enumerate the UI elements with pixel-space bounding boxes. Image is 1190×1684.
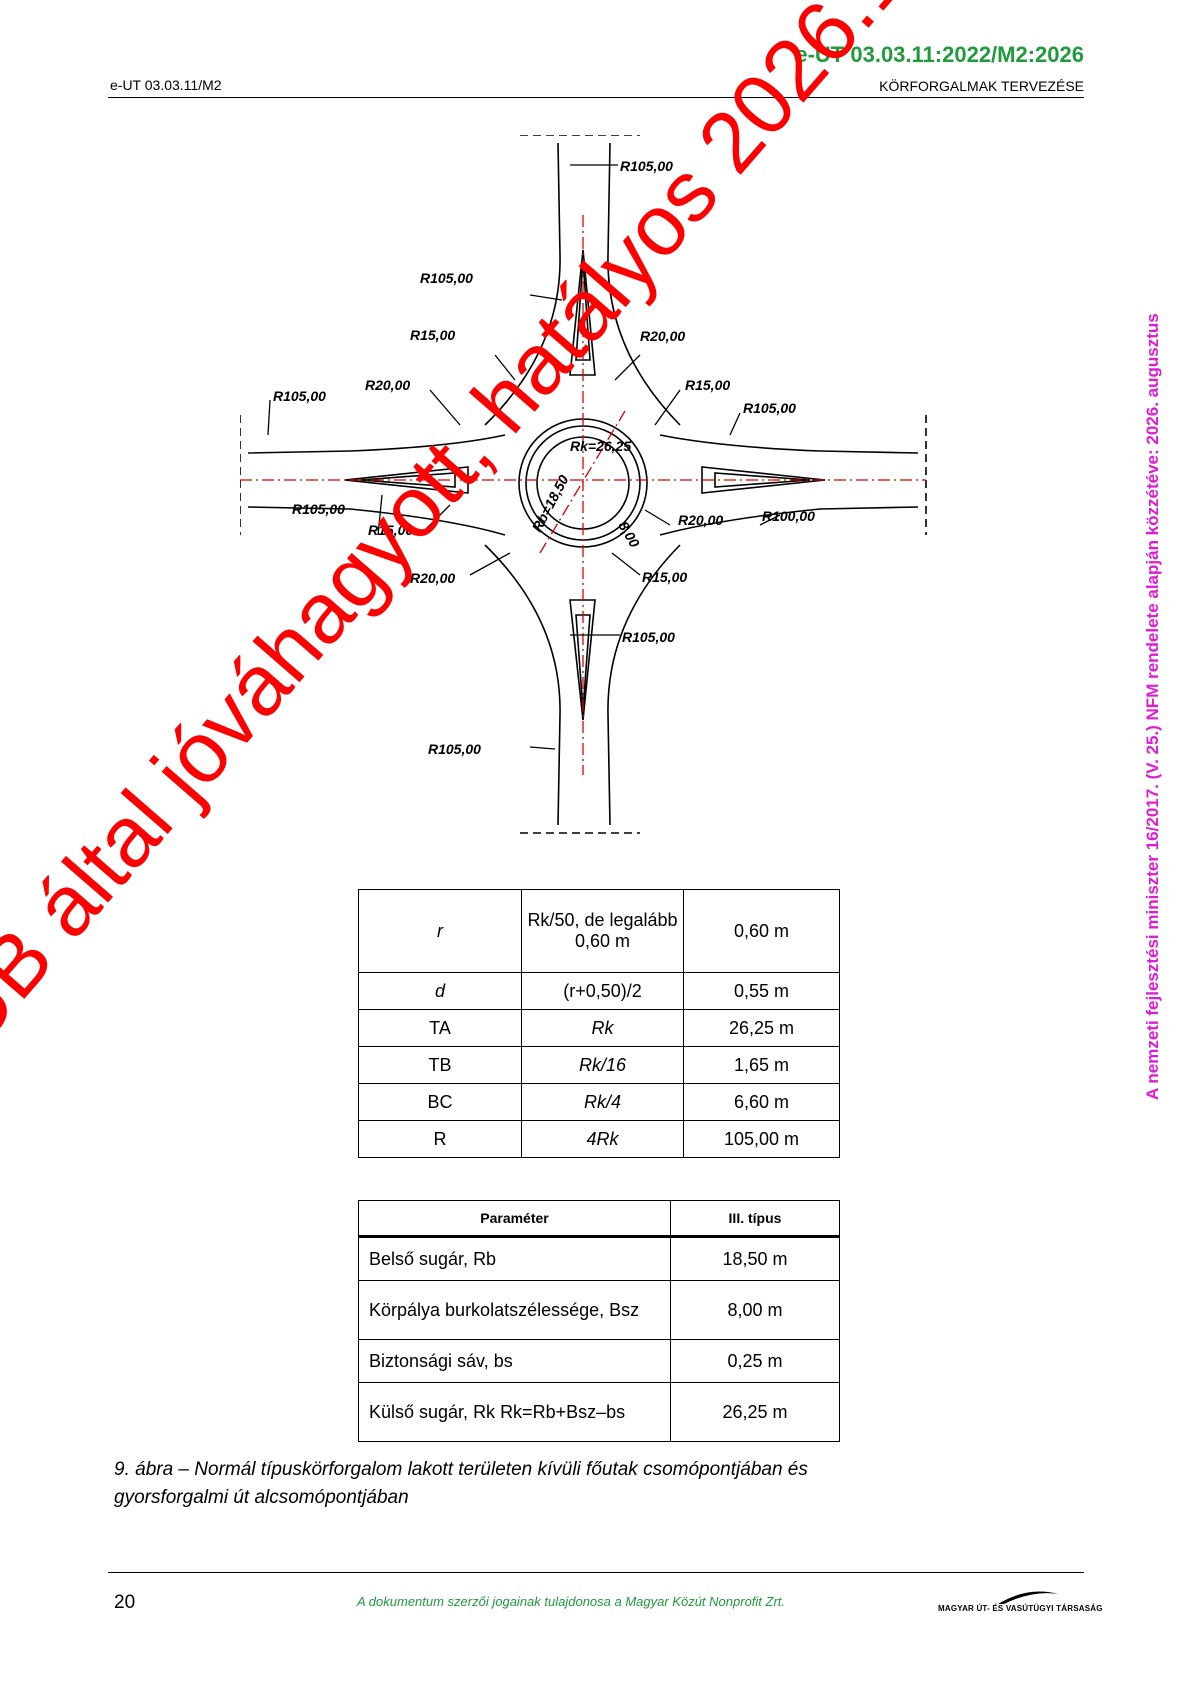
- cell-formula: Rk/50, de legalább 0,60 m: [521, 889, 684, 973]
- label-r20-upper-right: R20,00: [640, 328, 685, 344]
- label-r105-top: R105,00: [620, 158, 673, 174]
- table-row: Külső sugár, Rk Rk=Rb+Bsz–bs 26,25 m: [358, 1382, 840, 1442]
- header-left: e-UT 03.03.11/M2: [110, 77, 222, 93]
- cell-parameter: Belső sugár, Rb: [358, 1236, 671, 1281]
- cell-parameter: Biztonsági sáv, bs: [358, 1339, 671, 1383]
- cell-value: 0,55 m: [683, 972, 840, 1010]
- cell-value: 26,25 m: [683, 1009, 840, 1047]
- label-r20-left-upper: R20,00: [365, 377, 410, 393]
- label-r15-left-lower: R15,00: [368, 522, 413, 538]
- cell-parameter: Körpálya burkolatszélessége, Bsz: [358, 1280, 671, 1340]
- label-r20-lower-left: R20,00: [410, 570, 455, 586]
- cell-symbol: r: [437, 920, 443, 941]
- header-right: KÖRFORGALMAK TERVEZÉSE: [879, 78, 1084, 94]
- cell-symbol: d: [434, 980, 445, 1001]
- figure-caption: 9. ábra – Normál típuskörforgalom lakott…: [114, 1459, 808, 1508]
- society-logo-icon: [998, 1591, 1058, 1604]
- label-r105-bottom-left: R105,00: [428, 741, 481, 757]
- label-r20-right-lower: R20,00: [678, 512, 723, 528]
- cell-value: 26,25 m: [670, 1382, 840, 1442]
- table-row: Biztonsági sáv, bs 0,25 m: [358, 1339, 840, 1383]
- cell-value: 1,65 m: [683, 1046, 840, 1084]
- cell-formula: (r+0,50)/2: [521, 972, 684, 1010]
- table-row: r Rk/50, de legalább 0,60 m 0,60 m: [358, 889, 840, 973]
- cell-symbol: TB: [358, 1046, 522, 1084]
- label-r15-upper-left: R15,00: [410, 327, 455, 343]
- label-width-8: 8,00: [615, 519, 643, 551]
- cell-value: 18,50 m: [670, 1236, 840, 1281]
- header-rule: [108, 97, 1084, 98]
- parameter-table-2: Paraméter III. típus Belső sugár, Rb 18,…: [358, 1200, 840, 1442]
- cell-value: 0,25 m: [670, 1339, 840, 1383]
- cell-formula: Rk/4: [583, 1091, 621, 1112]
- label-r105-right: R105,00: [743, 400, 796, 416]
- publication-side-note: A nemzeti fejlesztési miniszter 16/2017.…: [1143, 313, 1162, 1100]
- cell-formula: Rk/16: [578, 1054, 627, 1075]
- table-header-row: Paraméter III. típus: [358, 1200, 840, 1238]
- column-header-parameter: Paraméter: [358, 1200, 671, 1238]
- table-row: TA Rk 26,25 m: [358, 1009, 840, 1047]
- label-r100-right-lower: R100,00: [762, 508, 815, 524]
- cell-value: 8,00 m: [670, 1280, 840, 1340]
- label-r105-bottom-right: R105,00: [622, 629, 675, 645]
- cell-value: 105,00 m: [683, 1120, 840, 1158]
- table-row: BC Rk/4 6,60 m: [358, 1083, 840, 1121]
- parameter-table-1: r Rk/50, de legalább 0,60 m 0,60 m d (r+…: [358, 889, 840, 1158]
- copyright-notice: A dokumentum szerzői jogainak tulajdonos…: [357, 1594, 786, 1609]
- label-rk: Rk=26,25: [570, 438, 631, 454]
- roundabout-drawing: R105,00 R105,00 R15,00 R20,00 R20,00 R15…: [240, 135, 927, 834]
- document-code: e-UT 03.03.11:2022/M2:2026: [795, 42, 1084, 67]
- cell-symbol: BC: [358, 1083, 522, 1121]
- label-r105-upper-left: R105,00: [420, 270, 473, 286]
- logo-text: MAGYAR ÚT- ÉS VASÚTÜGYI TÁRSASÁG: [938, 1604, 1103, 1613]
- cell-formula: 4Rk: [586, 1128, 619, 1149]
- label-r15-lower-right: R15,00: [642, 569, 687, 585]
- table-row: Belső sugár, Rb 18,50 m: [358, 1236, 840, 1281]
- cell-value: 0,60 m: [683, 889, 840, 973]
- cell-formula: Rk: [591, 1017, 614, 1038]
- cell-symbol: TA: [358, 1009, 522, 1047]
- label-r105-left-lower: R105,00: [292, 501, 345, 517]
- table-row: Körpálya burkolatszélessége, Bsz 8,00 m: [358, 1280, 840, 1340]
- page-number: 20: [114, 1592, 136, 1613]
- column-header-type: III. típus: [670, 1200, 840, 1238]
- table-row: TB Rk/16 1,65 m: [358, 1046, 840, 1084]
- table-row: d (r+0,50)/2 0,55 m: [358, 972, 840, 1010]
- table-row: R 4Rk 105,00 m: [358, 1120, 840, 1158]
- cell-parameter: Külső sugár, Rk Rk=Rb+Bsz–bs: [358, 1382, 671, 1442]
- footer-rule: [108, 1572, 1084, 1573]
- cell-value: 6,60 m: [683, 1083, 840, 1121]
- cell-symbol: R: [358, 1120, 522, 1158]
- label-r105-left: R105,00: [273, 388, 326, 404]
- label-r15-right-upper: R15,00: [685, 377, 730, 393]
